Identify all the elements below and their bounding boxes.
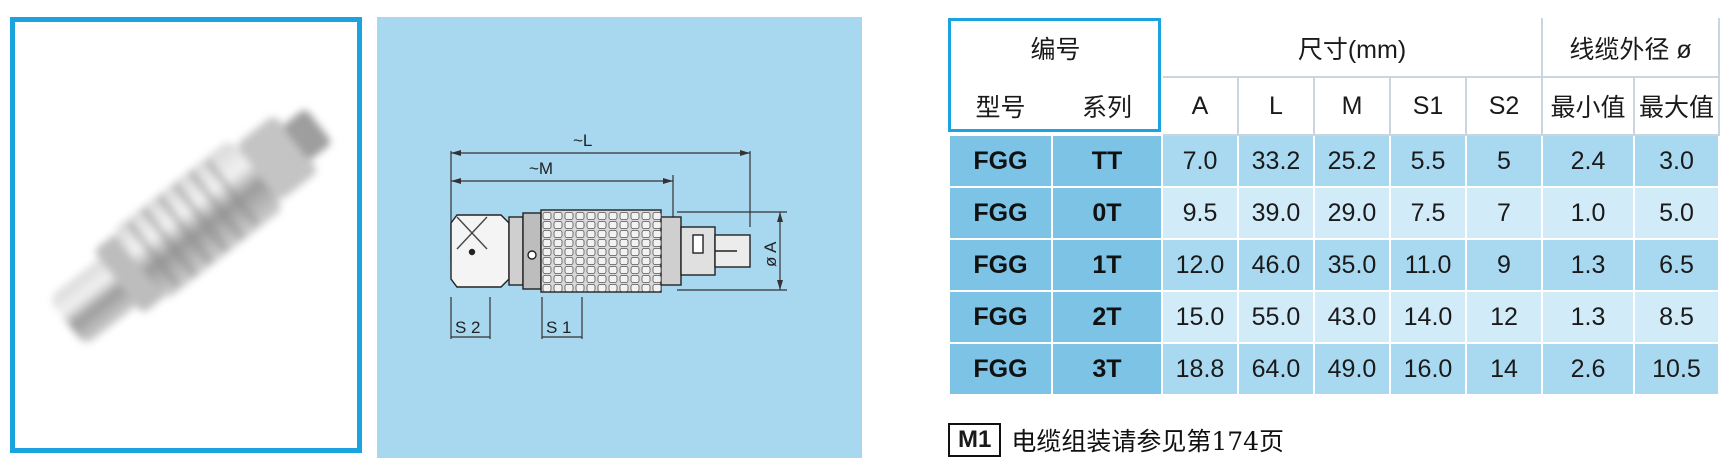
- connector-photo-icon: [52, 110, 331, 342]
- S1-cell: 14.0: [1389, 290, 1467, 344]
- col-A-header: A: [1161, 76, 1239, 136]
- M-cell: 29.0: [1313, 186, 1391, 240]
- col-M-header: M: [1313, 76, 1391, 136]
- L-cell: 33.2: [1237, 134, 1315, 188]
- max-cell: 10.5: [1633, 342, 1720, 396]
- A-cell: 7.0: [1161, 134, 1239, 188]
- M-cell: 35.0: [1313, 238, 1391, 292]
- dimension-drawing-panel: ~L ~M ø A S 2 S 1: [377, 17, 862, 458]
- L-cell: 39.0: [1237, 186, 1315, 240]
- S1-cell: 7.5: [1389, 186, 1467, 240]
- connector-drawing-icon: ~L ~M ø A S 2 S 1: [450, 131, 787, 339]
- group-cable-header: 线缆外径 ø: [1541, 18, 1720, 78]
- A-cell: 15.0: [1161, 290, 1239, 344]
- min-cell: 1.0: [1541, 186, 1635, 240]
- table-row: FGG 2T 15.0 55.0 43.0 14.0 12 1.3 8.5: [948, 290, 1720, 344]
- model-cell: FGG: [948, 186, 1053, 240]
- series-cell: TT: [1051, 134, 1163, 188]
- S1-cell: 16.0: [1389, 342, 1467, 396]
- col-L-header: L: [1237, 76, 1315, 136]
- col-min-header: 最小值: [1541, 76, 1635, 136]
- min-cell: 2.4: [1541, 134, 1635, 188]
- table-row: FGG 0T 9.5 39.0 29.0 7.5 7 1.0 5.0: [948, 186, 1720, 240]
- table-row: FGG 3T 18.8 64.0 49.0 16.0 14 2.6 10.5: [948, 342, 1720, 396]
- series-cell: 3T: [1051, 342, 1163, 396]
- L-cell: 55.0: [1237, 290, 1315, 344]
- group-dims-header: 尺寸(mm): [1161, 18, 1543, 78]
- series-cell: 2T: [1051, 290, 1163, 344]
- L-cell: 46.0: [1237, 238, 1315, 292]
- S2-cell: 9: [1465, 238, 1543, 292]
- group-code-header: 编号: [948, 18, 1163, 78]
- S2-cell: 14: [1465, 342, 1543, 396]
- M-cell: 43.0: [1313, 290, 1391, 344]
- S2-cell: 12: [1465, 290, 1543, 344]
- model-cell: FGG: [948, 238, 1053, 292]
- col-S1-header: S1: [1389, 76, 1467, 136]
- dim-M-label: ~M: [529, 159, 553, 178]
- dim-A-label: ø A: [761, 241, 780, 267]
- table-row: FGG TT 7.0 33.2 25.2 5.5 5 2.4 3.0: [948, 134, 1720, 188]
- A-cell: 9.5: [1161, 186, 1239, 240]
- series-cell: 1T: [1051, 238, 1163, 292]
- model-cell: FGG: [948, 342, 1053, 396]
- M-cell: 25.2: [1313, 134, 1391, 188]
- dim-S1-label: S 1: [546, 318, 572, 337]
- table-row: FGG 1T 12.0 46.0 35.0 11.0 9 1.3 6.5: [948, 238, 1720, 292]
- max-cell: 3.0: [1633, 134, 1720, 188]
- max-cell: 8.5: [1633, 290, 1720, 344]
- A-cell: 18.8: [1161, 342, 1239, 396]
- product-photo-frame: [10, 17, 362, 453]
- col-series-header: 系列: [1051, 76, 1163, 136]
- min-cell: 2.6: [1541, 342, 1635, 396]
- dim-S2-label: S 2: [455, 318, 481, 337]
- S1-cell: 5.5: [1389, 134, 1467, 188]
- S2-cell: 7: [1465, 186, 1543, 240]
- L-cell: 64.0: [1237, 342, 1315, 396]
- col-max-header: 最大值: [1633, 76, 1720, 136]
- model-cell: FGG: [948, 290, 1053, 344]
- model-cell: FGG: [948, 134, 1053, 188]
- dim-L-label: ~L: [573, 131, 592, 150]
- min-cell: 1.3: [1541, 290, 1635, 344]
- S1-cell: 11.0: [1389, 238, 1467, 292]
- note-text: 电缆组装请参见第174页: [1011, 427, 1285, 456]
- S2-cell: 5: [1465, 134, 1543, 188]
- note-tag: M1: [948, 423, 1002, 457]
- max-cell: 6.5: [1633, 238, 1720, 292]
- col-S2-header: S2: [1465, 76, 1543, 136]
- max-cell: 5.0: [1633, 186, 1720, 240]
- assembly-note: M1 电缆组装请参见第174页: [948, 422, 1284, 458]
- spec-table: 编号 尺寸(mm) 线缆外径 ø 型号 系列 A L M S1 S2 最小值 最…: [948, 18, 1720, 396]
- A-cell: 12.0: [1161, 238, 1239, 292]
- series-cell: 0T: [1051, 186, 1163, 240]
- min-cell: 1.3: [1541, 238, 1635, 292]
- M-cell: 49.0: [1313, 342, 1391, 396]
- col-model-header: 型号: [948, 76, 1053, 136]
